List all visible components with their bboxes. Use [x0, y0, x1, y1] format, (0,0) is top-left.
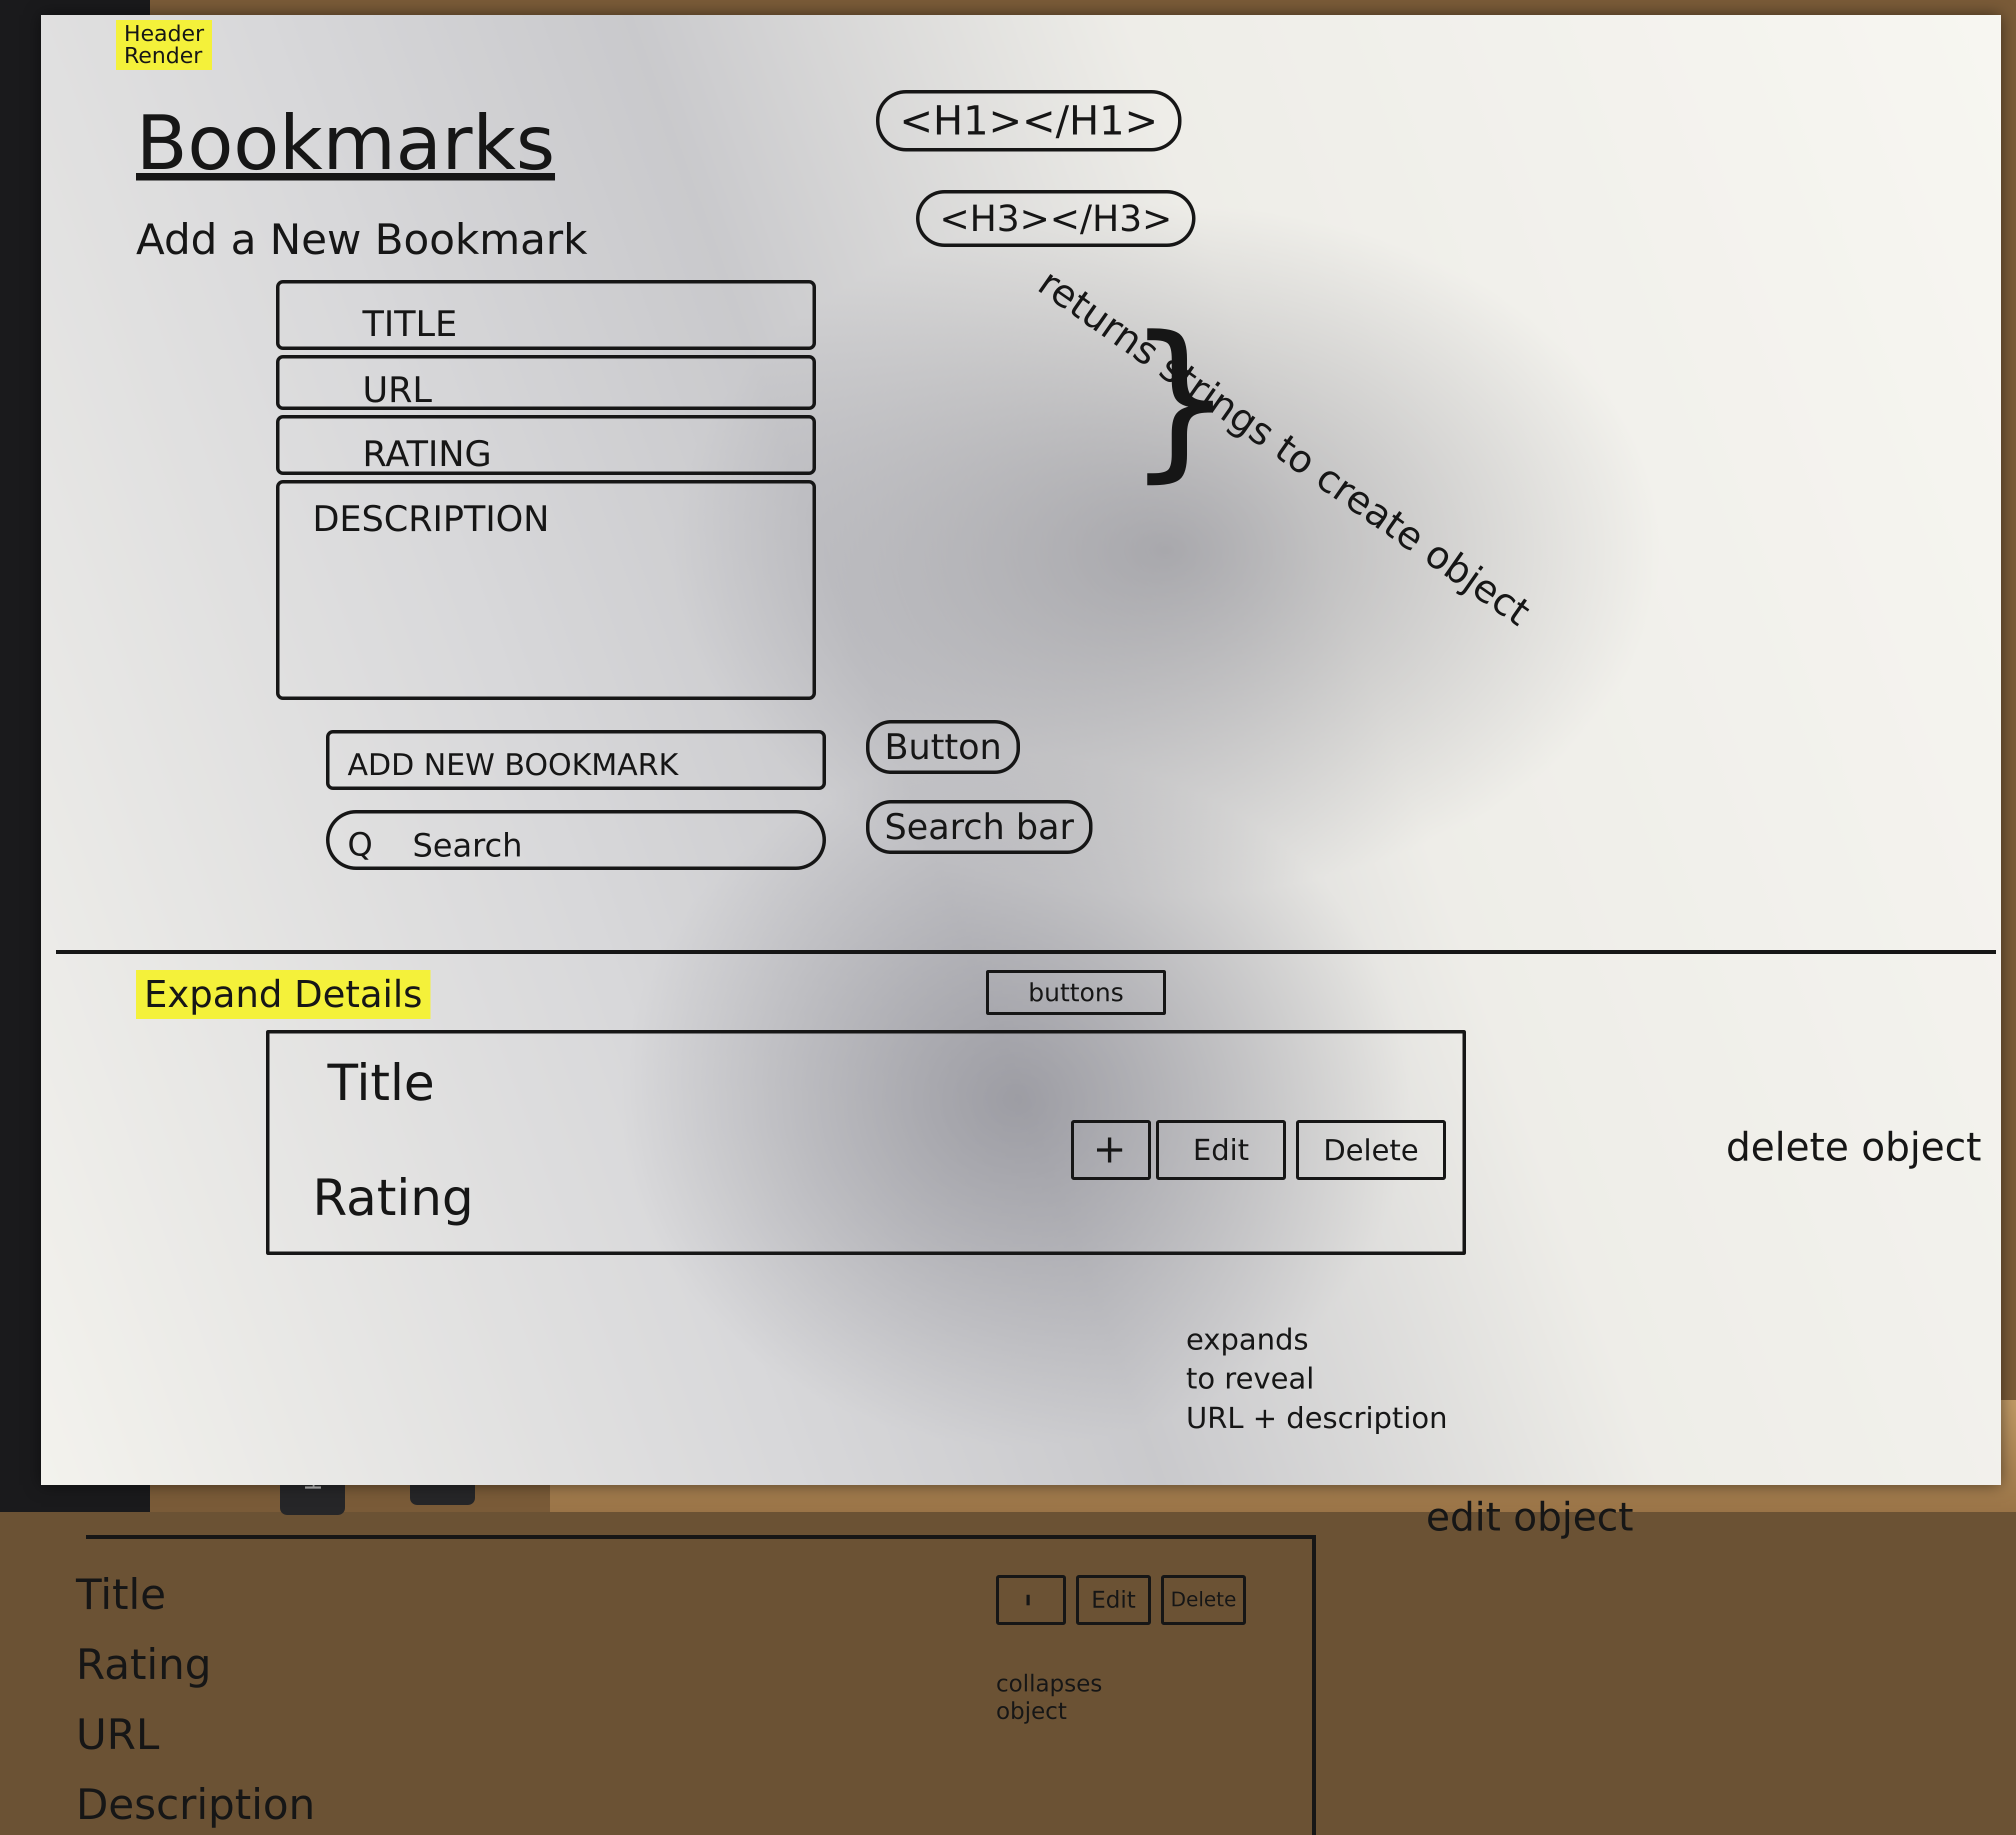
edit-button[interactable]: Edit — [1156, 1120, 1286, 1180]
expanded-divider — [86, 1535, 1316, 1539]
expanded-edit-label: Edit — [1091, 1586, 1136, 1614]
delete-object-note: delete object — [1726, 1125, 1982, 1170]
search-placeholder: Search — [412, 828, 522, 864]
search-bar-note: Search bar — [866, 800, 1092, 854]
expand-button[interactable]: + — [1071, 1120, 1151, 1180]
expands-note: expands to reveal URL + description — [1186, 1322, 1448, 1435]
edit-object-note: edit object — [1426, 1495, 1634, 1540]
description-input[interactable]: DESCRIPTION — [276, 480, 816, 700]
brace: } — [1126, 300, 1234, 498]
expanded-divider-top — [1312, 1535, 1316, 1835]
add-new-bookmark-label: ADD NEW BOOKMARK — [348, 748, 678, 782]
delete-button-label: Delete — [1323, 1133, 1419, 1168]
bookmarks-title: Bookmarks — [136, 100, 556, 187]
url-input-label: URL — [362, 370, 432, 410]
buttons-note: buttons — [986, 970, 1166, 1015]
collapses-note: collapses object — [996, 1670, 1102, 1725]
description-input-label: DESCRIPTION — [312, 498, 550, 540]
expanded-edit-button[interactable]: Edit — [1076, 1575, 1151, 1625]
rating-input[interactable]: RATING — [276, 415, 816, 475]
minus-icon: - — [1008, 1592, 1054, 1608]
title-input-label: TITLE — [362, 304, 458, 344]
divider — [56, 950, 1996, 954]
sketch-paper: Header Render Bookmarks <H1></H1> Add a … — [41, 15, 2001, 1835]
add-bookmark-subtitle: Add a New Bookmark — [136, 215, 588, 264]
search-icon: Q — [348, 826, 373, 864]
expanded-title: Title — [76, 1570, 166, 1619]
edit-button-label: Edit — [1192, 1133, 1250, 1168]
delete-button[interactable]: Delete — [1296, 1120, 1446, 1180]
search-input[interactable]: Q Search — [326, 810, 826, 870]
card-title: Title — [328, 1054, 435, 1112]
button-note: Button — [866, 720, 1020, 774]
expanded-delete-label: Delete — [1170, 1588, 1236, 1612]
add-new-bookmark-button[interactable]: ADD NEW BOOKMARK — [326, 730, 826, 790]
expanded-delete-button[interactable]: Delete — [1161, 1575, 1246, 1625]
plus-icon: + — [1088, 1133, 1134, 1167]
expanded-url: URL — [76, 1710, 160, 1759]
buttons-note-label: buttons — [1028, 978, 1124, 1007]
url-input[interactable]: URL — [276, 355, 816, 410]
header-render-note: Header Render — [116, 20, 212, 70]
bookmark-card: Title Rating — [266, 1030, 1466, 1255]
expanded-description: Description — [76, 1780, 316, 1829]
expand-details-heading: Expand Details — [136, 970, 430, 1019]
h1-note: <H1></H1> — [876, 90, 1182, 152]
card-rating: Rating — [312, 1168, 474, 1227]
collapse-button[interactable]: - — [996, 1575, 1066, 1625]
rating-input-label: RATING — [362, 434, 492, 474]
title-input[interactable]: TITLE — [276, 280, 816, 350]
expanded-rating: Rating — [76, 1640, 212, 1689]
h3-note: <H3></H3> — [916, 190, 1196, 247]
